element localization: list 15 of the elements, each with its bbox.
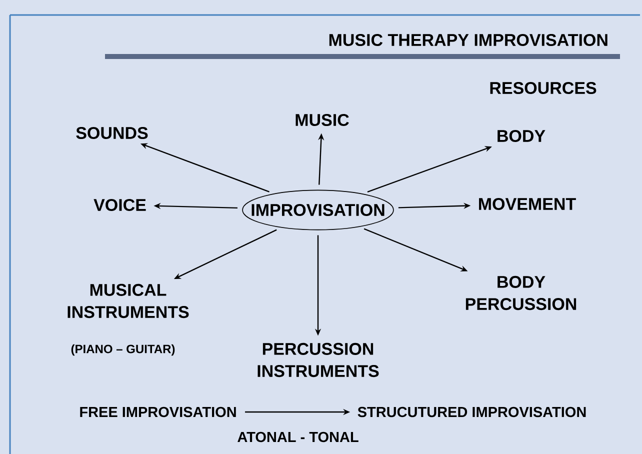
text-label: ATONAL - TONAL (238, 432, 358, 442)
node-label: MUSICAL INSTRUMENTS (68, 284, 189, 318)
text-label: RESOURCES (490, 82, 596, 94)
node-label: BODY PERCUSSION (466, 276, 576, 310)
node-label: PERCUSSION INSTRUMENTS (258, 342, 379, 378)
node-label: VOICE (94, 198, 146, 212)
node-label: SOUNDS (76, 126, 148, 140)
node-label: STRUCUTURED IMPROVISATION (358, 406, 586, 418)
node-label: MUSIC (296, 114, 349, 126)
node-label: MOVEMENT (479, 198, 576, 210)
ellipse-node: IMPROVISATION (242, 190, 394, 230)
node-label: BODY (498, 130, 546, 142)
node-label: FREE IMPROVISATION (80, 406, 236, 418)
title: MUSIC THERAPY IMPROVISATION (329, 34, 608, 46)
note: (PIANO – GUITAR) (71, 344, 175, 356)
